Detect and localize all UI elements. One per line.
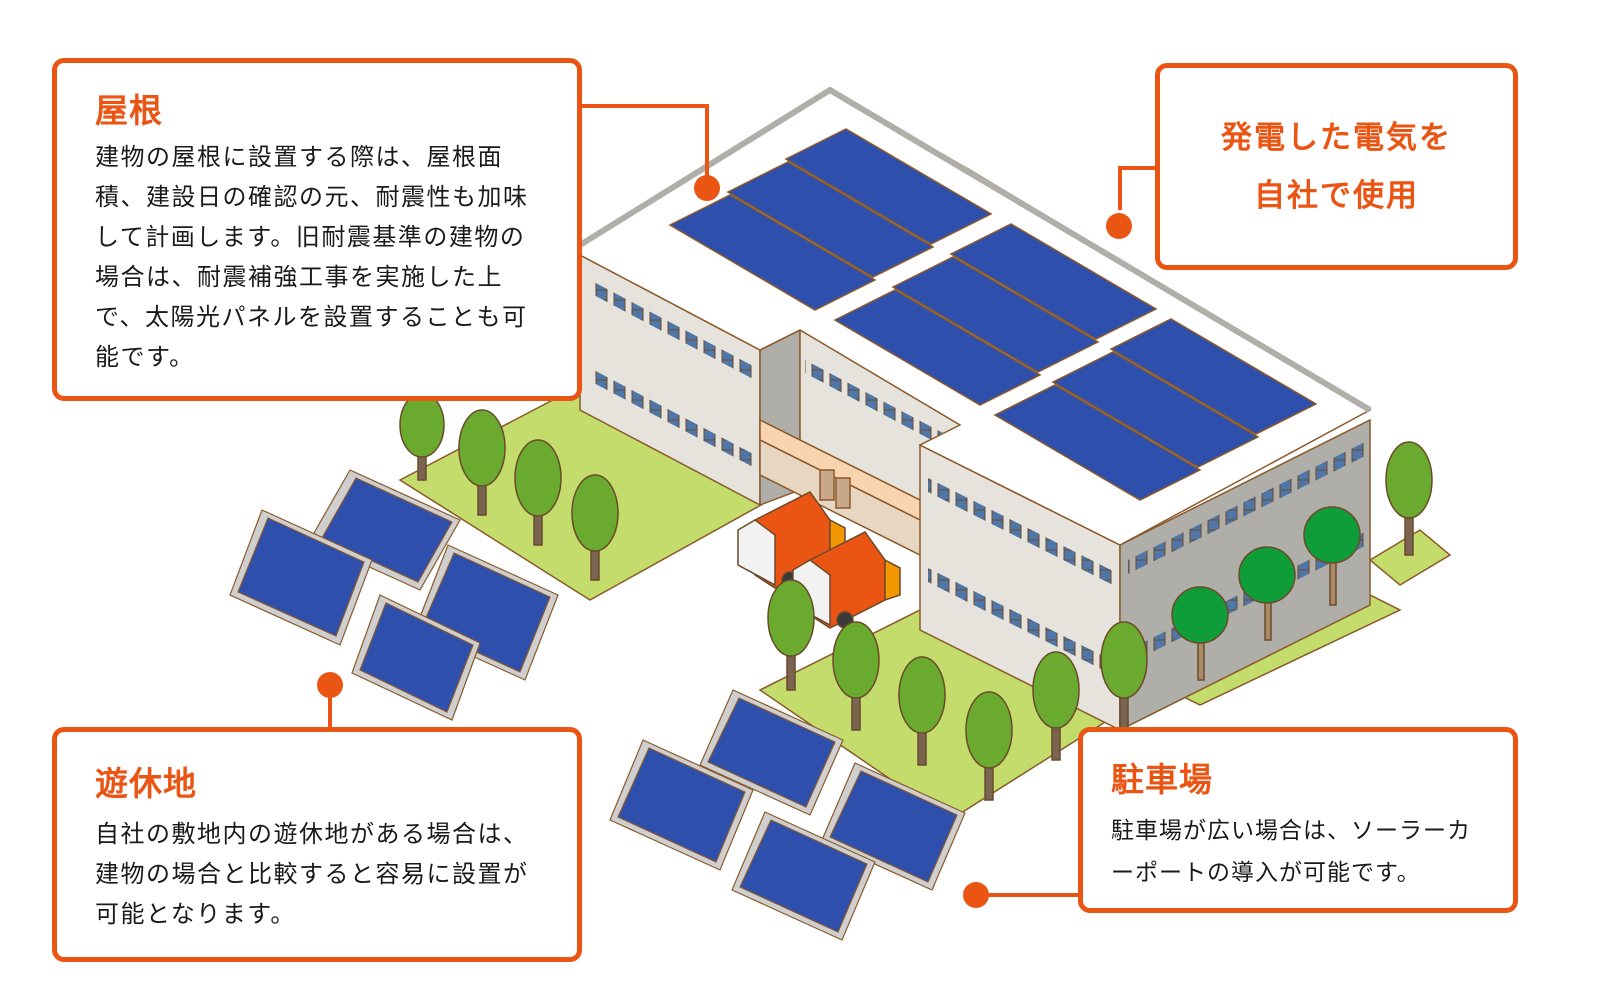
callout-self-use: 発電した電気を 自社で使用 bbox=[1155, 63, 1518, 270]
connector-idle-land bbox=[317, 672, 343, 727]
callout-parking-title: 駐車場 bbox=[1111, 760, 1213, 799]
callout-roof: 屋根 建物の屋根に設置する際は、屋根面積、建設日の確認の元、耐震性も加味して計画… bbox=[52, 58, 582, 401]
callout-roof-body: 建物の屋根に設置する際は、屋根面積、建設日の確認の元、耐震性も加味して計画します… bbox=[95, 143, 529, 371]
callout-parking: 駐車場 駐車場が広い場合は、ソーラーカーポートの導入が可能です。 bbox=[1078, 727, 1518, 913]
rooftop-solar-panels bbox=[668, 128, 1318, 501]
callout-idle-land-title: 遊休地 bbox=[95, 764, 197, 803]
callout-idle-land: 遊休地 自社の敷地内の遊休地がある場合は、建物の場合と比較すると容易に設置が可能… bbox=[52, 727, 582, 962]
trees bbox=[399, 392, 1433, 801]
callout-self-use-line2: 自社で使用 bbox=[1254, 177, 1419, 214]
connector-roof bbox=[582, 104, 720, 201]
truck bbox=[792, 531, 901, 629]
callout-idle-land-body: 自社の敷地内の遊休地がある場合は、建物の場合と比較すると容易に設置が可能となりま… bbox=[95, 820, 529, 928]
callout-parking-body: 駐車場が広い場合は、ソーラーカーポートの導入が可能です。 bbox=[1111, 818, 1471, 886]
ground-solar-panels-left bbox=[229, 469, 559, 721]
connector-parking bbox=[963, 882, 1078, 908]
callout-roof-title: 屋根 bbox=[95, 91, 163, 130]
connector-self-use bbox=[1106, 166, 1155, 239]
ground-solar-panels-bottom bbox=[609, 689, 966, 941]
callout-self-use-line1: 発電した電気を bbox=[1221, 119, 1452, 156]
